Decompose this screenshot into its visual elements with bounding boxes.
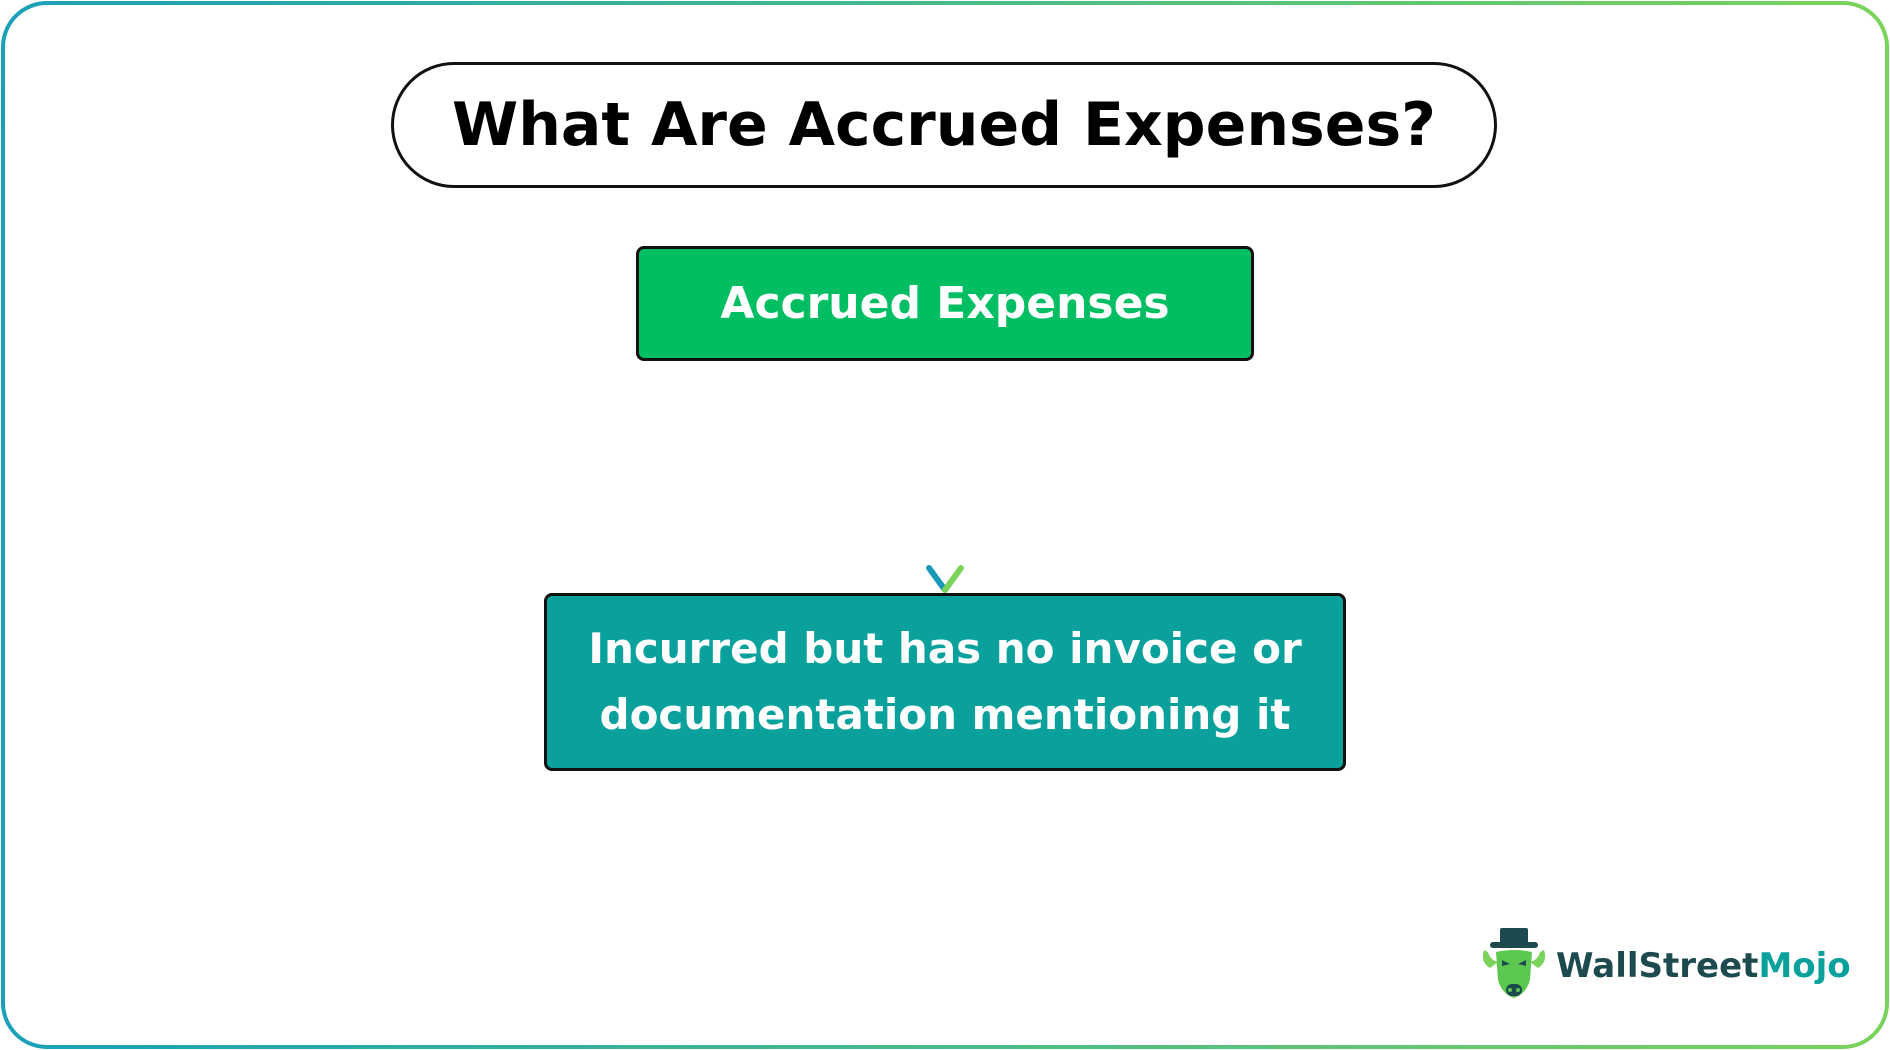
- logo-wordmark-part-1: WallStreet: [1556, 946, 1759, 986]
- node-accrued-expenses-label: Accrued Expenses: [720, 278, 1170, 329]
- node-definition-line-1: Incurred but has no invoice or: [588, 624, 1302, 673]
- logo-wordmark: WallStreetMojo: [1556, 946, 1851, 986]
- title-pill: What Are Accrued Expenses?: [391, 62, 1497, 188]
- node-definition: Incurred but has no invoice or documenta…: [544, 593, 1346, 771]
- diagram-title: What Are Accrued Expenses?: [452, 90, 1436, 160]
- logo-wordmark-part-2: Mojo: [1758, 946, 1851, 986]
- bull-with-hat-icon: [1482, 928, 1546, 998]
- wallstreetmojo-logo: WallStreetMojo: [1480, 928, 1851, 1004]
- node-accrued-expenses: Accrued Expenses: [636, 246, 1254, 361]
- node-definition-line-2: documentation mentioning it: [599, 690, 1291, 739]
